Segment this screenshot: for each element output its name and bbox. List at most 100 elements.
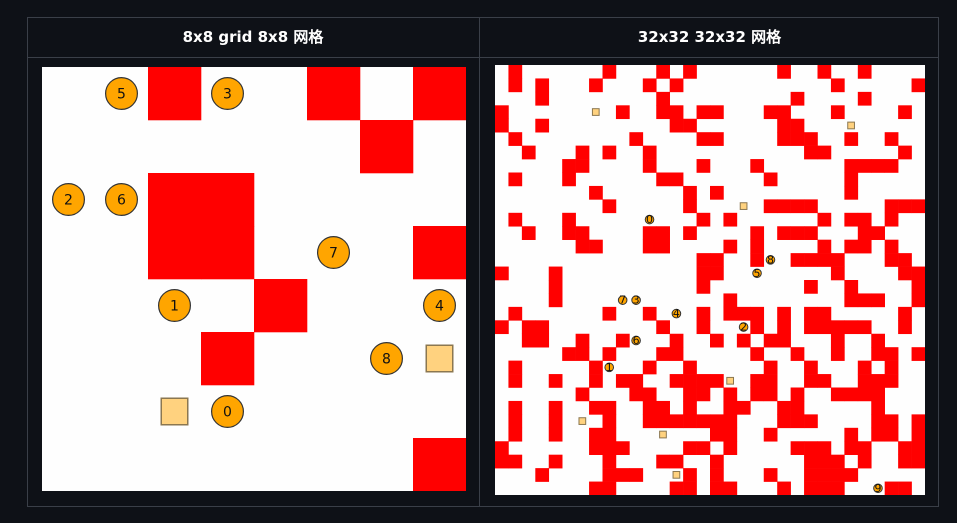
- wall-cell: [508, 65, 523, 79]
- wall-cell: [817, 212, 832, 227]
- wall-cell: [548, 454, 563, 469]
- wall-cell: [898, 320, 912, 335]
- agent-label: 3: [223, 87, 232, 103]
- wall-cell: [911, 293, 925, 308]
- wall-cell: [790, 118, 805, 133]
- wall-cell: [884, 427, 899, 442]
- wall-cell: [683, 374, 697, 388]
- wall-cell: [871, 293, 885, 308]
- wall-cell: [723, 481, 738, 495]
- wall-cell: [750, 159, 765, 173]
- goal-marker: [578, 417, 587, 425]
- wall-cell: [148, 226, 202, 280]
- wall-cell: [495, 320, 509, 335]
- wall-cell: [871, 226, 885, 240]
- wall-cell: [830, 320, 845, 335]
- agent-marker: 5: [104, 77, 138, 110]
- wall-cell: [723, 441, 738, 455]
- wall-cell: [884, 253, 899, 267]
- agent-marker: 3: [211, 77, 245, 110]
- wall-cell: [710, 454, 724, 469]
- wall-cell: [696, 387, 711, 402]
- wall-cell: [562, 159, 576, 173]
- wall-cell: [710, 333, 724, 348]
- wall-cell: [508, 212, 523, 227]
- figure-frame: [27, 17, 939, 507]
- wall-cell: [602, 427, 617, 442]
- wall-cell: [844, 387, 859, 402]
- wall-cell: [884, 347, 899, 361]
- wall-cell: [508, 454, 523, 469]
- wall-cell: [562, 226, 576, 240]
- wall-cell: [750, 253, 765, 267]
- wall-cell: [871, 387, 885, 402]
- wall-cell: [857, 387, 872, 402]
- agent-label: 7: [619, 294, 626, 307]
- wall-cell: [602, 199, 617, 214]
- wall-cell: [629, 132, 644, 146]
- wall-cell: [763, 105, 778, 120]
- wall-cell: [589, 239, 603, 254]
- wall-cell: [790, 441, 805, 455]
- wall-cell: [495, 118, 509, 133]
- wall-cell: [750, 239, 765, 254]
- wall-cell: [723, 427, 738, 442]
- wall-cell: [669, 172, 684, 187]
- header-divider: [27, 57, 939, 58]
- wall-cell: [911, 78, 925, 93]
- agent-label: 5: [754, 267, 761, 280]
- wall-cell: [804, 280, 818, 294]
- goal-marker: [591, 108, 600, 116]
- agent-label: 1: [170, 299, 179, 315]
- wall-cell: [857, 320, 872, 335]
- wall-cell: [710, 374, 724, 388]
- wall-cell: [508, 427, 523, 442]
- wall-cell: [521, 145, 536, 160]
- agent-marker: 8: [765, 253, 776, 266]
- wall-cell: [750, 306, 765, 321]
- agent-label: 8: [767, 253, 774, 266]
- wall-cell: [589, 481, 603, 495]
- wall-cell: [642, 414, 657, 429]
- wall-cell: [857, 374, 872, 388]
- wall-cell: [508, 400, 523, 415]
- wall-cell: [642, 400, 657, 415]
- wall-cell: [884, 414, 899, 429]
- wall-cell: [790, 132, 805, 146]
- wall-cell: [723, 212, 738, 227]
- goal-marker: [726, 376, 735, 385]
- wall-cell: [790, 414, 805, 429]
- wall-cell: [669, 454, 684, 469]
- agent-label: 2: [740, 321, 747, 334]
- wall-cell: [857, 239, 872, 254]
- wall-cell: [307, 67, 361, 121]
- wall-cell: [911, 427, 925, 442]
- wall-cell: [589, 360, 603, 375]
- wall-cell: [575, 159, 590, 173]
- wall-cell: [696, 105, 711, 120]
- wall-cell: [508, 374, 523, 388]
- wall-cell: [575, 145, 590, 160]
- wall-cell: [723, 400, 738, 415]
- wall-cell: [710, 105, 724, 120]
- wall-cell: [804, 454, 818, 469]
- wall-cell: [508, 360, 523, 375]
- wall-cell: [669, 414, 684, 429]
- wall-cell: [508, 132, 523, 146]
- wall-cell: [575, 226, 590, 240]
- wall-cell: [898, 105, 912, 120]
- wall-cell: [777, 105, 791, 120]
- wall-cell: [830, 105, 845, 120]
- wall-cell: [777, 414, 791, 429]
- wall-cell: [521, 320, 536, 335]
- agent-marker: 8: [370, 342, 404, 376]
- wall-cell: [830, 468, 845, 482]
- wall-cell: [857, 159, 872, 173]
- agent-marker: 1: [157, 289, 191, 323]
- wall-cell: [857, 454, 872, 469]
- wall-cell: [548, 414, 563, 429]
- wall-cell: [710, 185, 724, 200]
- wall-cell: [642, 159, 657, 173]
- wall-cell: [696, 374, 711, 388]
